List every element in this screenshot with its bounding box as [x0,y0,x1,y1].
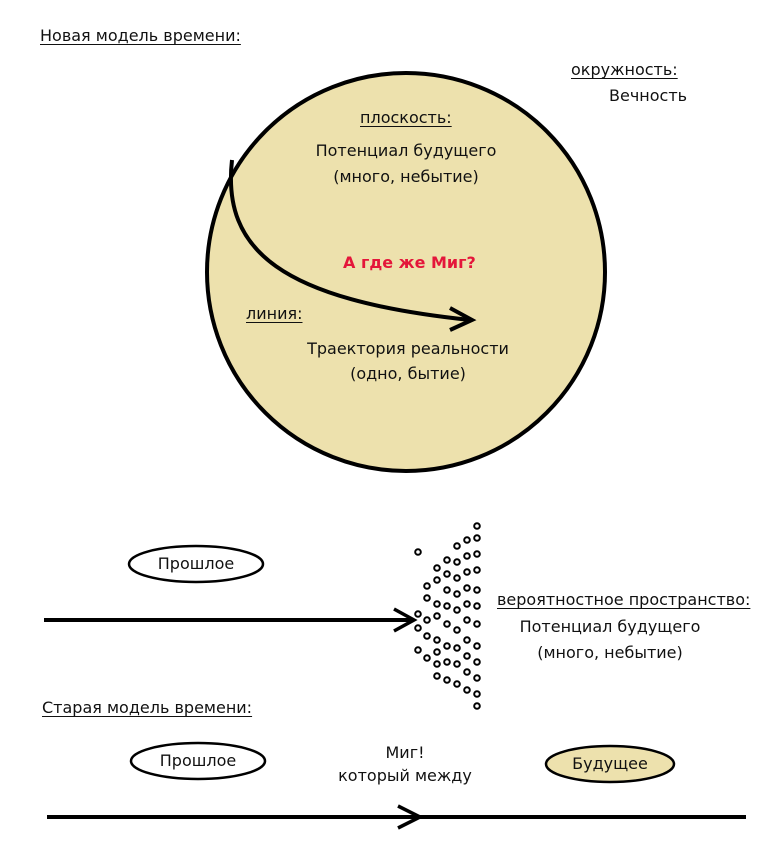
probability-space-label: вероятностное пространство: [497,590,751,609]
probability-dot [473,566,481,574]
line-line-2: (одно, бытие) [350,364,466,383]
probability-dot [414,548,422,556]
probability-dot [463,600,471,608]
probability-dot [463,536,471,544]
new-model-title: Новая модель времени: [40,26,241,45]
probability-dot [453,590,461,598]
probability-dot [473,620,481,628]
probability-dot [473,534,481,542]
probability-dot [433,660,441,668]
probability-dot [414,624,422,632]
probability-dot [443,620,451,628]
probability-dot [453,558,461,566]
probability-dot [433,612,441,620]
probability-dot [473,550,481,558]
plane-line-2: (много, небытие) [333,167,479,186]
probability-dot [433,636,441,644]
probability-dot [463,668,471,676]
probability-dot [453,542,461,550]
probability-dot [473,602,481,610]
old-past-label: Прошлое [159,751,237,770]
line-line-1: Траектория реальности [307,339,509,358]
probability-dot [473,658,481,666]
circle-label: окружность: [571,60,678,79]
middle-past-label: Прошлое [157,554,235,573]
probability-dot [463,584,471,592]
probability-dot [433,564,441,572]
probability-dot [443,642,451,650]
probability-space-line-1: Потенциал будущего [519,617,701,636]
probability-dot [463,636,471,644]
moment-line-2: который между [338,766,472,785]
moment-question: А где же Миг? [343,253,476,272]
probability-dot [443,570,451,578]
probability-dot [453,574,461,582]
probability-dot [443,556,451,564]
probability-dot [414,610,422,618]
probability-space-line-2: (много, небытие) [537,643,683,662]
probability-dot [423,654,431,662]
probability-dot [473,522,481,530]
moment-line-1: Миг! [385,743,425,762]
probability-dot [453,660,461,668]
reality-trajectory-arrow [228,159,471,322]
probability-dot [473,702,481,710]
probability-dot [473,586,481,594]
old-past-ellipse [129,741,267,781]
circle-value: Вечность [609,86,688,105]
eternity-circle [205,71,607,473]
probability-dot [423,632,431,640]
probability-dot [443,658,451,666]
probability-dot [453,626,461,634]
probability-dot [433,576,441,584]
probability-dot [433,672,441,680]
probability-dot [453,680,461,688]
old-timeline-arrowhead [397,804,424,830]
probability-dot [463,552,471,560]
plane-label: плоскость: [360,108,452,127]
probability-dot [423,594,431,602]
probability-dot [443,602,451,610]
middle-timeline-arrowhead [393,607,418,633]
probability-dot [463,686,471,694]
probability-dot [453,644,461,652]
old-model-title: Старая модель времени: [42,698,253,717]
line-label: линия: [246,304,303,323]
plane-line-1: Потенциал будущего [315,141,497,160]
probability-dot [473,642,481,650]
old-future-label: Будущее [572,754,648,773]
probability-dot [463,652,471,660]
probability-dot [463,568,471,576]
reality-trajectory-arrowhead [449,306,477,332]
probability-dot [443,676,451,684]
probability-dot [453,606,461,614]
old-future-ellipse [544,744,676,784]
probability-dot [473,690,481,698]
probability-dot [473,674,481,682]
probability-dot [433,648,441,656]
middle-past-ellipse [127,544,265,584]
probability-dot [433,600,441,608]
probability-dot [423,582,431,590]
probability-dot [423,616,431,624]
probability-dot [463,616,471,624]
probability-dot [443,586,451,594]
probability-dots [414,522,481,710]
probability-dot [414,646,422,654]
